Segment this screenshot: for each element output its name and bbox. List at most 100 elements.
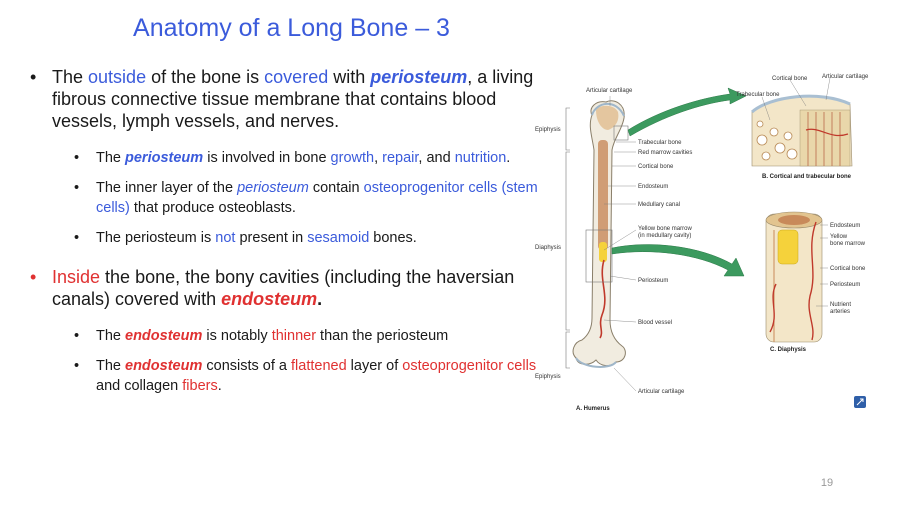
text: with xyxy=(328,67,371,87)
text: consists of a xyxy=(202,358,292,374)
corner-badge-icon xyxy=(854,396,866,408)
text: . xyxy=(317,289,323,309)
text: The xyxy=(96,150,126,166)
text: present in xyxy=(235,230,308,246)
humerus-figure: Epiphysis Diaphysis Epiphysis Articular … xyxy=(535,74,869,412)
label-blood-vessel: Blood vessel xyxy=(638,320,672,326)
sub-bullet-growth: • The periosteum is involved in bone gro… xyxy=(28,148,543,168)
bullet-dot: • xyxy=(74,358,80,374)
label-c-nutrient-1: Nutrient xyxy=(830,302,851,308)
caption-panel-c: C. Diaphysis xyxy=(770,347,807,353)
text: the bone, the bony cavities (including t… xyxy=(52,267,515,309)
label-c-periosteum: Periosteum xyxy=(830,282,860,288)
text: . xyxy=(217,378,222,394)
term-periosteum: periosteum xyxy=(125,150,204,166)
term-endosteum: endosteum xyxy=(125,328,203,344)
text: bones. xyxy=(369,230,417,246)
term-endosteum: endosteum xyxy=(125,358,203,374)
label-c-yellow-2: bone marrow xyxy=(830,241,866,247)
text: The xyxy=(96,358,126,374)
highlight-not: not xyxy=(215,230,236,246)
bullet-dot: • xyxy=(74,150,80,166)
slide-content: • The outside of the bone is covered wit… xyxy=(28,66,543,406)
label-medullary: Medullary canal xyxy=(638,202,680,208)
humerus-illustration xyxy=(572,100,626,368)
highlight-osteoprogenitor: osteoprogenitor cells xyxy=(402,358,537,374)
sub-bullet-thinner: • The endosteum is notably thinner than … xyxy=(28,326,543,346)
text: The xyxy=(52,67,89,87)
zoom-box-epiphysis xyxy=(613,125,629,141)
highlight-osteoprogenitor: osteoprogenitor cells (stem cells) xyxy=(96,180,538,216)
bullet-dot: • xyxy=(74,230,80,246)
panel-c-illustration xyxy=(765,211,823,343)
text: of the bone is xyxy=(146,67,265,87)
panel-b-leaders xyxy=(761,77,831,121)
highlight-repair: repair xyxy=(382,150,419,166)
highlight-flattened: flattened xyxy=(291,358,347,374)
zoom-box-diaphysis xyxy=(585,229,613,283)
label-articular-bottom: Articular cartilage xyxy=(638,389,685,395)
highlight-covered: covered xyxy=(264,67,329,87)
label-b-cortical: Cortical bone xyxy=(772,76,808,82)
text: , xyxy=(374,150,383,166)
term-periosteum: periosteum xyxy=(370,67,468,87)
humerus-labels xyxy=(603,96,637,392)
label-c-endosteum: Endosteum xyxy=(830,223,860,229)
term-endosteum: endosteum xyxy=(221,289,318,309)
panel-c-leaders xyxy=(816,224,828,307)
highlight-nutrition: nutrition xyxy=(454,150,507,166)
bullet-dot: • xyxy=(74,180,80,196)
label-epiphysis-top: Epiphysis xyxy=(535,127,561,133)
highlight-fibers: fibers xyxy=(182,378,218,394)
label-cortical: Cortical bone xyxy=(638,164,674,170)
page-number: 19 xyxy=(820,477,834,489)
highlight-outside: outside xyxy=(88,67,147,87)
label-periosteum: Periosteum xyxy=(638,278,668,284)
label-diaphysis: Diaphysis xyxy=(535,245,561,251)
label-endosteum: Endosteum xyxy=(638,184,668,190)
slide-title: Anatomy of a Long Bone – 3 xyxy=(133,14,450,42)
caption-humerus: A. Humerus xyxy=(576,406,610,412)
highlight-inside: Inside xyxy=(52,267,101,287)
label-trabecular: Trabecular bone xyxy=(638,140,682,146)
panel-b-illustration xyxy=(751,94,853,167)
text: is involved in bone xyxy=(203,150,331,166)
text: is notably xyxy=(202,328,272,344)
text: that produce osteoblasts. xyxy=(129,200,296,216)
label-c-nutrient-2: arteries xyxy=(830,309,850,315)
bullet-dot: • xyxy=(30,67,37,87)
zoom-arrows xyxy=(611,87,747,277)
text: and collagen xyxy=(96,378,183,394)
term-periosteum: periosteum xyxy=(237,180,309,196)
bullet-endosteum: • Inside the bone, the bony cavities (in… xyxy=(28,266,543,310)
region-brackets xyxy=(565,107,570,369)
text: , a living fibrous connective tissue mem… xyxy=(52,67,534,131)
bullet-periosteum: • The outside of the bone is covered wit… xyxy=(28,66,543,132)
text: than the periosteum xyxy=(316,328,449,344)
text: contain xyxy=(308,180,364,196)
label-yellow-marrow-2: (in medullary cavity) xyxy=(638,233,691,239)
text: , and xyxy=(418,150,455,166)
bullet-dot: • xyxy=(30,267,37,287)
label-c-yellow-1: Yellow xyxy=(830,234,848,240)
highlight-growth: growth xyxy=(330,150,375,166)
label-red-marrow: Red marrow cavities xyxy=(638,150,692,156)
sub-bullet-flattened: • The endosteum consists of a flattened … xyxy=(28,356,543,396)
highlight-sesamoid: sesamoid xyxy=(307,230,370,246)
label-yellow-marrow-1: Yellow bone marrow xyxy=(638,226,692,232)
label-c-cortical: Cortical bone xyxy=(830,266,866,272)
label-b-trabecular: Trabecular bone xyxy=(736,92,780,98)
text: The inner layer of the xyxy=(96,180,238,196)
text: The periosteum is xyxy=(96,230,216,246)
sub-bullet-sesamoid: • The periosteum is not present in sesam… xyxy=(28,228,543,248)
caption-panel-b: B. Cortical and trabecular bone xyxy=(762,174,852,180)
text: layer of xyxy=(346,358,403,374)
text: . xyxy=(506,150,511,166)
label-b-articular: Articular cartilage xyxy=(822,74,869,80)
sub-bullet-inner-layer: • The inner layer of the periosteum cont… xyxy=(28,178,543,218)
text: The xyxy=(96,328,126,344)
label-articular-top: Articular cartilage xyxy=(586,88,633,94)
bullet-dot: • xyxy=(74,328,80,344)
highlight-thinner: thinner xyxy=(271,328,317,344)
